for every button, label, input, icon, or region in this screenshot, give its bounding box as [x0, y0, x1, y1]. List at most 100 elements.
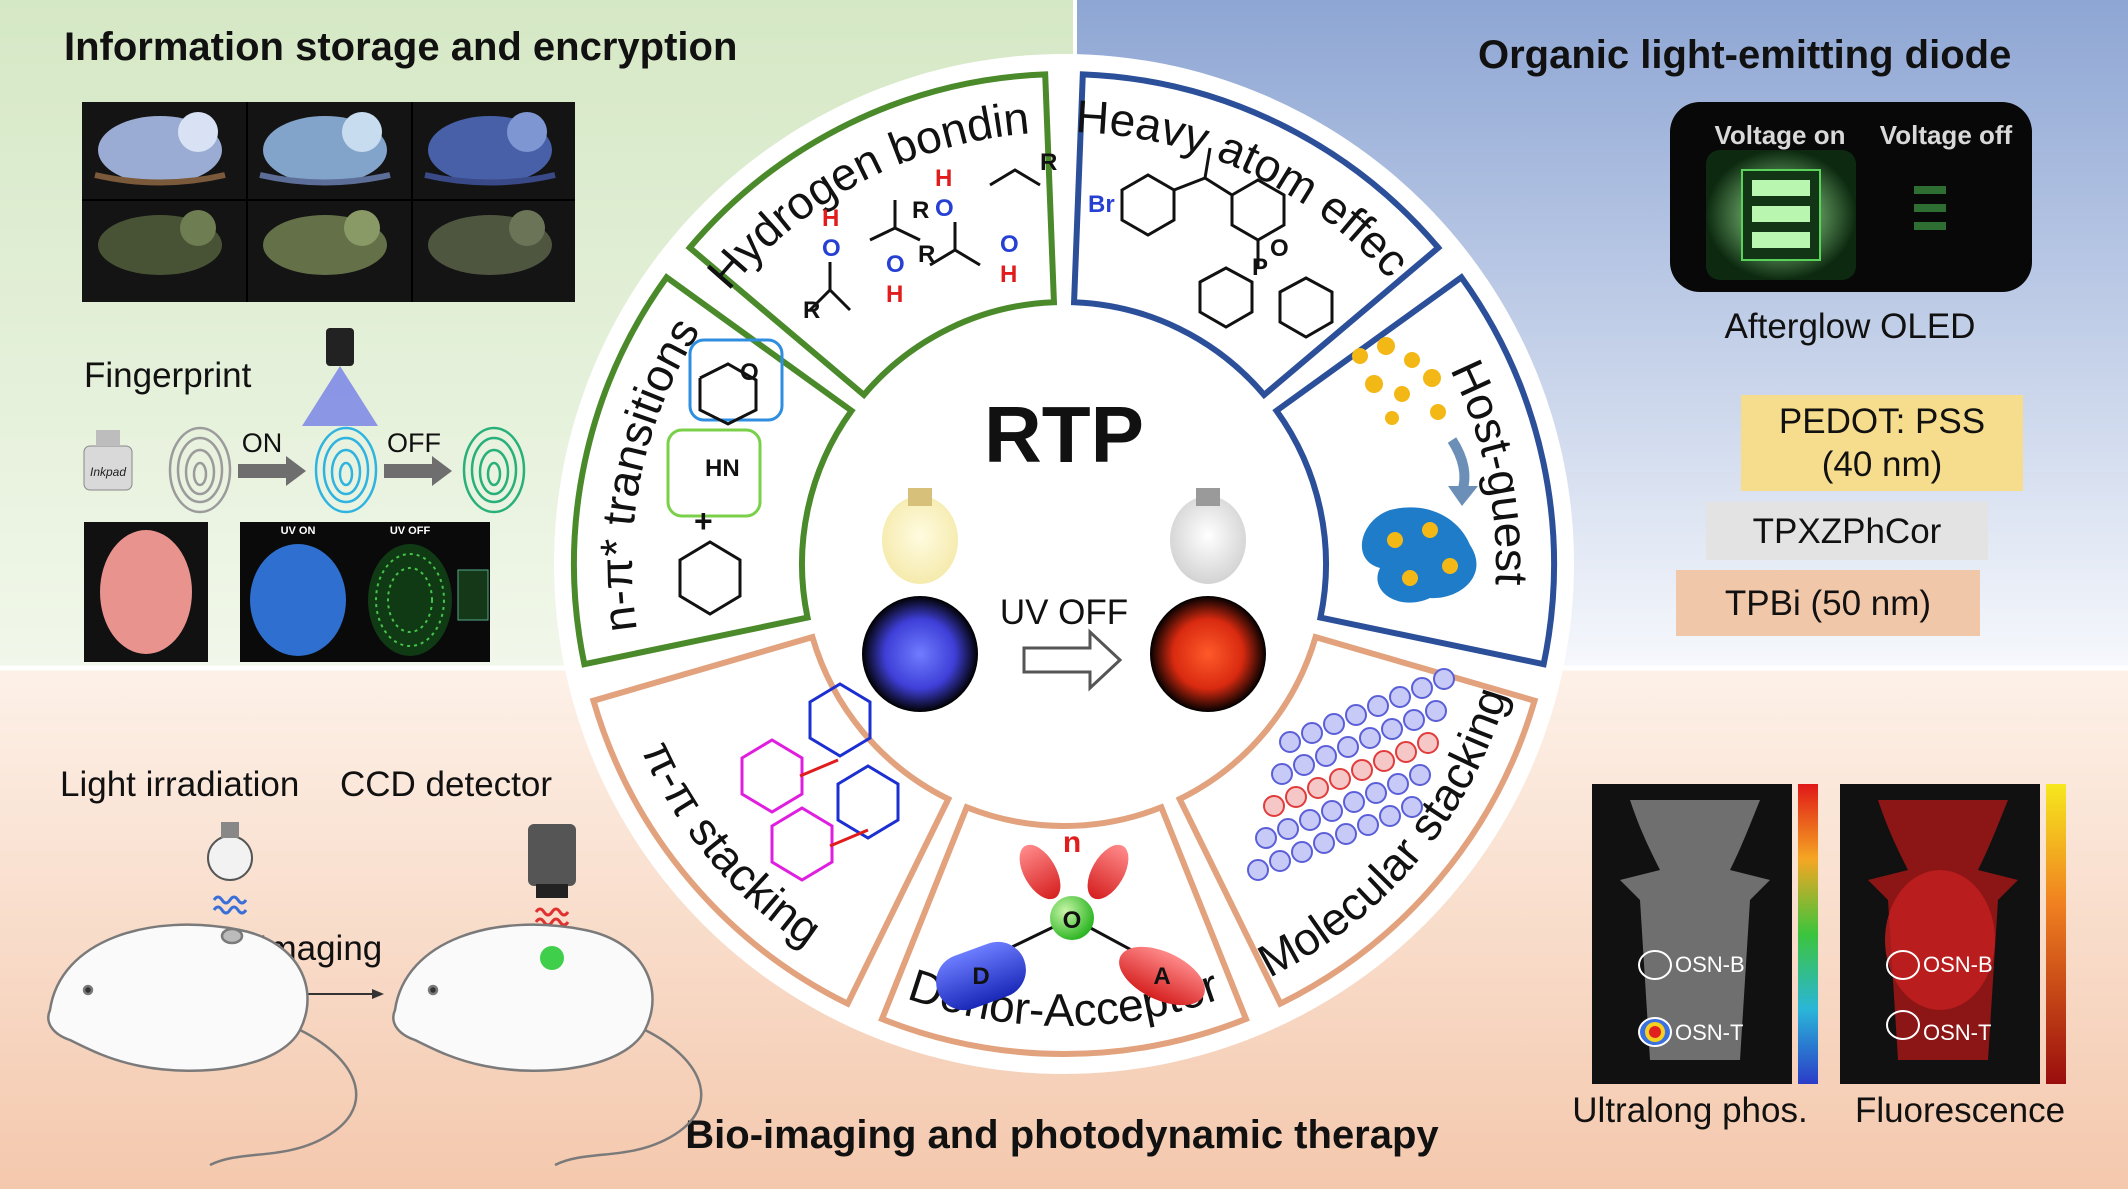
lattice-node — [1425, 700, 1447, 722]
uv-on-label: UV ON — [281, 525, 316, 537]
lattice-node — [1247, 859, 1269, 881]
osn-t-label-left: OSN-T — [1675, 1020, 1743, 1045]
lattice-node — [1313, 832, 1335, 854]
lattice-node — [1401, 796, 1423, 818]
svg-text:Br: Br — [1088, 191, 1115, 218]
oled-title: Organic light-emitting diode — [1478, 33, 2011, 77]
pi-stacking-drawing — [740, 682, 900, 882]
tpxz-label: TPXZPhCor — [1753, 512, 1942, 551]
lattice-node — [1345, 704, 1367, 726]
fingerprint-label: Fingerprint — [84, 356, 252, 395]
colorbar-phos — [1798, 784, 1818, 1084]
lattice-node — [1433, 668, 1455, 690]
lattice-node — [1307, 777, 1329, 799]
bio-title: Bio-imaging and photodynamic therapy — [685, 1113, 1439, 1157]
pedot-layer — [1741, 395, 2023, 491]
lattice-node — [1315, 745, 1337, 767]
lattice-node — [1409, 764, 1431, 786]
segment-pi-stacking — [589, 633, 953, 1008]
fingerprint-cyan — [314, 426, 378, 514]
svg-text:D: D — [972, 963, 989, 990]
lattice-node — [1337, 736, 1359, 758]
svg-text:H: H — [1000, 261, 1017, 288]
segment-heavy-atom-effect — [1070, 71, 1443, 400]
svg-text:O: O — [935, 195, 954, 222]
lattice-node — [1321, 800, 1343, 822]
ccd-detector-label: CCD detector — [340, 765, 552, 804]
lattice-node — [1387, 773, 1409, 795]
lattice-node — [1411, 677, 1433, 699]
lattice-node — [1365, 782, 1387, 804]
lattice-node — [1255, 827, 1277, 849]
pedot-thickness: (40 nm) — [1822, 445, 1943, 484]
ultralong-phos-label: Ultralong phos. — [1572, 1091, 1807, 1130]
rtp-title: RTP — [984, 390, 1144, 479]
afterglow-oled-label: Afterglow OLED — [1725, 307, 1976, 346]
n-orbital-label: n — [1063, 826, 1081, 859]
svg-text:H: H — [822, 205, 839, 232]
on-label: ON — [242, 428, 283, 458]
uv-off-label: UV OFF — [390, 525, 431, 537]
n-pi-drawing — [666, 338, 784, 616]
lattice-node — [1351, 759, 1373, 781]
oled-layer-stack: PEDOT: PSS (40 nm) TPXZPhCor TPBi (50 nm… — [1676, 395, 2023, 636]
lattice-node — [1329, 768, 1351, 790]
hydrogen-bond-atoms: R O H O H R O H O H R R — [803, 149, 1057, 324]
lattice-node — [1271, 763, 1293, 785]
fingerprint-gray — [168, 426, 232, 514]
lattice-node — [1293, 754, 1315, 776]
lattice-node — [1263, 795, 1285, 817]
lattice-node — [1373, 750, 1395, 772]
lattice-node — [1323, 713, 1345, 735]
svg-text:O: O — [1063, 907, 1082, 934]
svg-text:H: H — [886, 281, 903, 308]
uv-off-center-label: UV OFF — [1000, 593, 1128, 632]
bird-panel — [82, 102, 575, 302]
segment-host-guest — [1272, 273, 1557, 668]
segment-molecular-stacking — [1175, 633, 1539, 1008]
heavy-atom-labels: Br P O — [1088, 191, 1289, 281]
uv-print-panel: UV ON UV OFF — [240, 522, 490, 662]
lattice-node — [1367, 695, 1389, 717]
segment-hydrogen-bonding — [685, 71, 1058, 400]
lattice-node — [1389, 686, 1411, 708]
lattice-node — [1279, 731, 1301, 753]
blue-powder — [862, 596, 978, 712]
red-powder — [1150, 596, 1266, 712]
lattice-node — [1343, 791, 1365, 813]
host-guest-drawing — [1352, 337, 1478, 603]
hydrogen-bond-structure — [808, 168, 1041, 312]
uv-off-arrow — [1022, 628, 1123, 692]
lattice-node — [1291, 841, 1313, 863]
voltage-on-label: Voltage on — [1715, 120, 1846, 150]
svg-text:O: O — [822, 235, 841, 262]
svg-text:+: + — [694, 503, 713, 539]
lattice-node — [1403, 709, 1425, 731]
tpxz-layer — [1706, 502, 1988, 560]
inkpad: Inkpad — [83, 430, 133, 491]
lattice-node — [1359, 727, 1381, 749]
svg-text:O: O — [886, 251, 905, 278]
lattice-node — [1301, 722, 1323, 744]
info-title: Information storage and encryption — [64, 25, 737, 69]
molecular-stacking-lattice — [1247, 668, 1455, 881]
mouse-image-fluo: OSN-B OSN-T — [1840, 784, 2066, 1084]
svg-text:O: O — [740, 359, 759, 386]
mouse-right — [392, 923, 703, 1167]
tpbi-layer — [1676, 570, 1980, 636]
svg-text:H: H — [935, 165, 952, 192]
tpbi-label: TPBi (50 nm) — [1725, 584, 1931, 623]
lattice-node — [1299, 809, 1321, 831]
svg-text:A: A — [1153, 963, 1170, 990]
bulb-off-icon — [1170, 488, 1246, 584]
lattice-node — [1277, 818, 1299, 840]
heavy-atom-structure — [1120, 147, 1334, 339]
fluorescence-label: Fluorescence — [1855, 1091, 2065, 1130]
voltage-off-label: Voltage off — [1880, 120, 2013, 150]
lattice-node — [1381, 718, 1403, 740]
n-pi-labels: O HN + — [694, 359, 759, 539]
svg-text:R: R — [918, 241, 935, 268]
svg-text:R: R — [912, 197, 929, 224]
